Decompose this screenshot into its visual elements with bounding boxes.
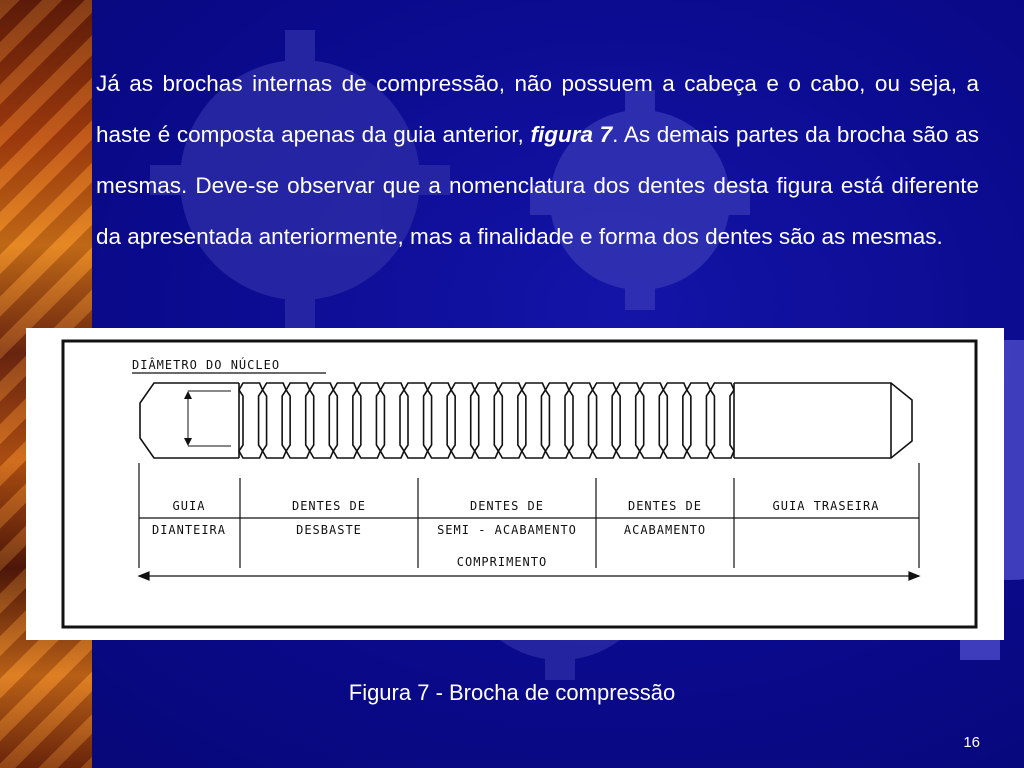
broach-tooth bbox=[520, 382, 547, 459]
broach-tooth bbox=[591, 382, 618, 459]
label-semi-1: DENTES DE bbox=[470, 499, 544, 513]
broach-tooth bbox=[238, 382, 264, 459]
section-dividers bbox=[137, 463, 921, 581]
figure-panel: DIÂMETRO DO NÚCLEO bbox=[26, 328, 1004, 640]
label-semi-2: SEMI - ACABAMENTO bbox=[437, 523, 577, 537]
broach-tooth bbox=[403, 382, 429, 459]
broach-tooth bbox=[544, 382, 570, 459]
broach-tooth bbox=[355, 382, 382, 459]
broach-tooth bbox=[568, 382, 594, 459]
broach-tooth bbox=[709, 382, 735, 459]
broach-tooth bbox=[332, 382, 358, 459]
label-acabamento-2: ACABAMENTO bbox=[624, 523, 706, 537]
figure-frame bbox=[61, 339, 978, 629]
label-acabamento-1: DENTES DE bbox=[628, 499, 702, 513]
label-desbaste-2: DESBASTE bbox=[296, 523, 362, 537]
broach-tooth bbox=[379, 382, 405, 459]
body-text-part: . As demais partes da brocha são as mesm… bbox=[96, 122, 979, 249]
broach-drawing: DIÂMETRO DO NÚCLEO bbox=[61, 339, 978, 629]
diameter-label: DIÂMETRO DO NÚCLEO bbox=[132, 357, 280, 372]
broach-tooth bbox=[638, 382, 665, 459]
section-labels: GUIA DIANTEIRA DENTES DE DESBASTE DENTES… bbox=[152, 499, 880, 569]
figure-caption: Figura 7 - Brocha de compressão bbox=[348, 680, 676, 705]
broach-body bbox=[139, 382, 913, 459]
broach-tooth bbox=[261, 382, 288, 459]
broach-teeth bbox=[238, 382, 735, 459]
broach-tooth bbox=[497, 382, 523, 459]
body-paragraph: Já as brochas internas de compressão, nã… bbox=[96, 58, 979, 262]
broach-tooth bbox=[308, 382, 335, 459]
page-number: 16 bbox=[963, 734, 980, 751]
broach-tooth bbox=[685, 382, 712, 459]
body-text-part: Já as brochas internas de compressão, nã… bbox=[96, 71, 979, 147]
figure-reference: figura 7 bbox=[530, 122, 613, 147]
label-comprimento: COMPRIMENTO bbox=[457, 555, 547, 569]
label-guia-traseira: GUIA TRASEIRA bbox=[773, 499, 880, 513]
broach-tooth bbox=[285, 382, 311, 459]
broach-tooth bbox=[426, 382, 453, 459]
broach-tooth bbox=[450, 382, 476, 459]
broach-tooth bbox=[662, 382, 688, 459]
label-dianteira: DIANTEIRA bbox=[152, 523, 226, 537]
broach-tooth bbox=[615, 382, 641, 459]
label-guia: GUIA bbox=[173, 499, 206, 513]
label-desbaste-1: DENTES DE bbox=[292, 499, 366, 513]
broach-tooth bbox=[473, 382, 500, 459]
diameter-annotation: DIÂMETRO DO NÚCLEO bbox=[132, 357, 326, 447]
